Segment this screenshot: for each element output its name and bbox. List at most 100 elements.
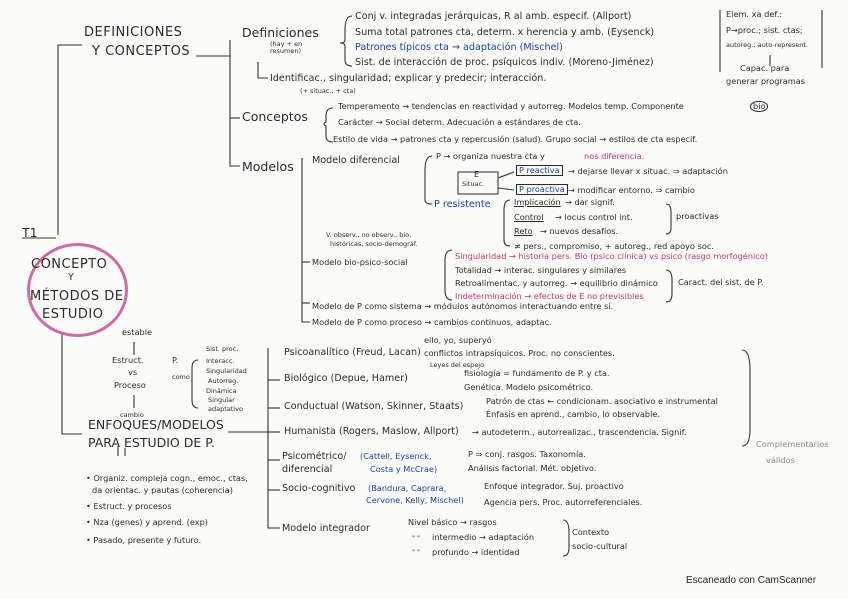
singularidad: Singularidad → historia pers. Bio (psico…: [455, 251, 768, 261]
conductual-d2: Énfasis en aprend., cambio, lo observabl…: [486, 409, 661, 419]
enfoque-psicoanalitico: Psicoanalítico (Freud, Lacan): [284, 347, 421, 358]
complementarios-2: válidos: [766, 455, 795, 465]
sociocog-autores-1: (Bandura, Caprara,: [368, 483, 447, 493]
proactivas: proactivas: [676, 211, 719, 221]
concept-line-4: ESTUDIO: [42, 307, 104, 322]
modelo-sistema: Modelo de P como sistema → módulos autón…: [312, 301, 614, 311]
topic-number: T1: [22, 225, 38, 240]
definicion-4: Sist. de interacción de proc. psíquicos …: [355, 57, 654, 68]
concepto-temperamento: Temperamento → tendencias en reactividad…: [338, 101, 684, 111]
e-label: E: [474, 169, 480, 179]
concepto-estilo-vida: Estilo de vida → patrones cta y repercus…: [333, 134, 698, 144]
p-organiza: P → organiza nuestra cta y: [436, 151, 545, 161]
psicoanalitico-d1: ello, yo, superyó: [424, 335, 492, 345]
definiciones-heading-1: DEFINICIONES: [84, 25, 183, 40]
contexto-1: Contexto: [572, 527, 610, 537]
psicometrico-d2: Análisis factorial. Mét. objetivo.: [468, 463, 597, 473]
elem-def-4: Capac. para: [740, 63, 790, 73]
nivel-intermedio: intermedio → adaptación: [432, 532, 535, 542]
v-observ: V. observ., no observ., bio,: [326, 231, 412, 239]
totalidad: Totalidad → interac. singulares y simila…: [455, 265, 627, 275]
definicion-2: Suma total patrones cta, determ. x heren…: [355, 27, 655, 38]
como: como: [172, 373, 190, 381]
control-desc: → locus control int.: [555, 212, 633, 222]
p-estruct: P.: [172, 355, 179, 365]
sist-proc-6: Singular: [208, 396, 235, 404]
sociocog-d1: Enfoque integrador. Suj. proactivo: [484, 481, 624, 491]
psicoanalitico-d2: conflictos intrapsíquicos. Proc. no cons…: [424, 348, 615, 358]
conductual-d1: Patrón de ctas ← condicionam. asociativo…: [486, 396, 718, 406]
enfoque-conductual: Conductual (Watson, Skinner, Staats): [284, 401, 464, 412]
bullet-3: • Nza (genes) y aprend. (exp): [86, 517, 208, 527]
psicometrico-autores-1: (Cattell, Eysenck,: [360, 451, 432, 461]
proceso: Proceso: [114, 380, 146, 390]
estruct: Estruct.: [112, 355, 144, 365]
p-proactiva: P proactiva: [516, 184, 568, 195]
concepto-caracter: Carácter → Social determ. Adecuación a e…: [338, 117, 581, 127]
definicion-3: Patrones típicos cta → adaptación (Misch…: [355, 42, 563, 53]
estable: estable: [122, 327, 153, 337]
retroalimentacion: Retroalimentac. y autorreg. → equilibrio…: [455, 278, 658, 288]
enfoques-heading-2: PARA ESTUDIO DE P.: [88, 435, 215, 450]
enfoques-heading-1: ENFOQUES/MODELOS: [88, 417, 224, 432]
identificacion-note: (+ situac., + cta): [300, 87, 356, 95]
reto: Reto: [514, 226, 533, 236]
cambio: cambio: [120, 411, 144, 419]
biologico-d2: Genética. Modelo psicométrico.: [464, 382, 594, 392]
psicometrico-autores-2: Costa y McCrae): [370, 464, 438, 474]
ditto-1: " ": [412, 534, 421, 542]
sist-proc-4: Autorreg.: [208, 377, 239, 385]
ditto-2: " ": [412, 548, 421, 556]
control: Control: [514, 212, 544, 222]
enfoque-modelo-integrador: Modelo integrador: [282, 523, 370, 534]
sociocog-d2: Agencia pers. Proc. autorreferenciales.: [484, 497, 643, 507]
definiciones-heading-2: Y CONCEPTOS: [92, 44, 191, 59]
enfoque-psicometrico-1: Psicométrico/: [282, 451, 347, 462]
p-reactiva-desc: → dejarse llevar x situac. ⇒ adaptación: [568, 166, 728, 176]
v-observ-2: históricas, socio-demográf.: [330, 240, 418, 248]
bullet-2: • Estruct. y procesos: [86, 501, 172, 511]
identificacion: Identificac., singularidad; explicar y p…: [270, 73, 547, 84]
indeterminacion: Indeterminación → efectos de E no previs…: [455, 291, 644, 301]
implicacion: Implicación: [514, 197, 561, 207]
biologico-d1: fisiología = fundamento de P. y cta.: [464, 368, 610, 378]
concept-line-3: MÉTODOS DE: [30, 289, 124, 304]
enfoque-psicometrico-2: diferencial: [282, 464, 333, 475]
sist-proc-1: Sist. proc.: [206, 345, 239, 353]
definiciones-note: (hay + en resumen): [270, 40, 303, 55]
definiciones-label: Definiciones: [242, 25, 319, 40]
p-reactiva: P reactiva: [516, 165, 563, 176]
elem-def-3: autoreg.; auto-represent.: [726, 41, 809, 49]
sist-proc-5: Dinámica: [206, 387, 237, 395]
elem-def-5: generar programas: [726, 76, 806, 86]
vs: vs: [128, 367, 138, 377]
modelo-diferencial: Modelo diferencial: [312, 155, 400, 166]
concept-line-1: CONCEPTO: [31, 257, 108, 272]
modelo-bio-psico-social: Modelo bio-psico-social: [312, 257, 408, 267]
elem-def-1: Elem. xa def.:: [726, 9, 783, 19]
psicoanalitico-d3: Leyes del espejo: [430, 361, 485, 369]
enfoque-humanista: Humanista (Rogers, Maslow, Allport): [284, 426, 459, 437]
nivel-profundo: profundo → identidad: [432, 547, 520, 557]
sist-proc-7: adaptativo: [208, 405, 243, 413]
nivel-basico: Nivel básico → rasgos: [408, 517, 497, 527]
bullet-1b: da orientac. y pautas (coherencia): [92, 485, 233, 495]
modelo-proceso: Modelo de P como proceso → cambios conti…: [312, 317, 552, 327]
situac-label: Situac.: [462, 180, 485, 188]
central-concept-oval: [27, 243, 128, 337]
sist-proc-2: Interacc.: [206, 357, 235, 365]
p-resistente: P resistente: [434, 199, 491, 210]
sociocog-autores-2: Cervone, Kelly, Mischel): [366, 495, 464, 505]
elem-def-2: P→proc.; sist. ctas;: [726, 25, 803, 35]
implicacion-desc: → dar signif.: [565, 197, 615, 207]
pers-rasgos: ≠ pers., compromiso, + autoreg., red apo…: [514, 241, 714, 251]
modelos-label: Modelos: [242, 159, 294, 174]
enfoque-biologico: Biológico (Depue, Hamer): [284, 373, 408, 384]
conceptos-label: Conceptos: [242, 109, 308, 124]
psicometrico-d1: P ⇒ conj. rasgos. Taxonomía.: [468, 449, 586, 459]
concept-line-2: Y: [68, 272, 74, 283]
definicion-1: Conj v. integradas jerárquicas, R al amb…: [355, 11, 632, 22]
scanner-watermark: Escaneado con CamScanner: [686, 575, 817, 586]
bullet-1: • Organiz. compleja cogn., emoc., ctas,: [86, 473, 248, 483]
